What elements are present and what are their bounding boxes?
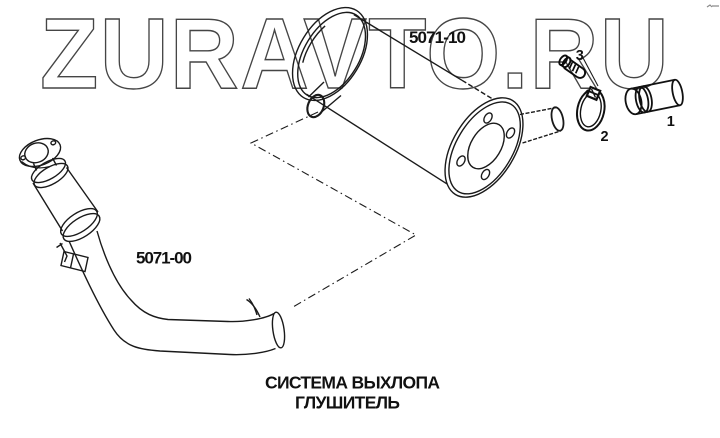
svg-text:2: 2 — [601, 129, 609, 145]
svg-text:5071-10: 5071-10 — [409, 28, 466, 47]
svg-text:1: 1 — [667, 114, 675, 130]
svg-text:ГЛУШИТЕЛЬ: ГЛУШИТЕЛЬ — [295, 392, 400, 412]
svg-text:5071-00: 5071-00 — [136, 249, 192, 268]
svg-text:СИСТЕМА ВЫХЛОПА: СИСТЕМА ВЫХЛОПА — [265, 372, 440, 392]
svg-text:3: 3 — [576, 48, 584, 64]
